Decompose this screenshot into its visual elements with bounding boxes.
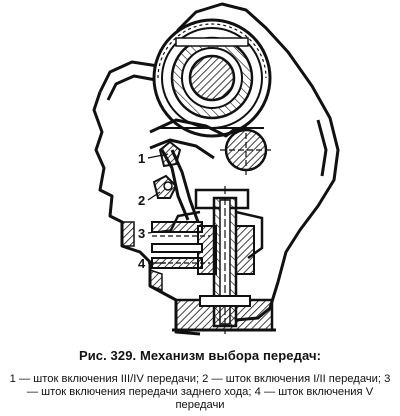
callout-leaders [147,153,171,264]
callout-3: 3 [138,226,145,241]
secondary-shaft [220,124,272,176]
selector-rod-assembly [168,186,264,334]
shift-rods [151,221,210,269]
gear-selector-mechanism-figure: 1 2 3 4 [92,2,340,336]
callout-2: 2 [138,193,145,208]
callout-4: 4 [138,256,146,271]
figure-caption-title: Рис. 329. Механизм выбора передач: [78,348,322,363]
upper-bearing-assembly [152,18,272,138]
callout-1: 1 [138,151,145,166]
figure-caption-body: 1 — шток включения III/IV передачи; 2 — … [9,373,391,411]
base-block [172,295,276,332]
housing-wall-section [121,221,163,292]
